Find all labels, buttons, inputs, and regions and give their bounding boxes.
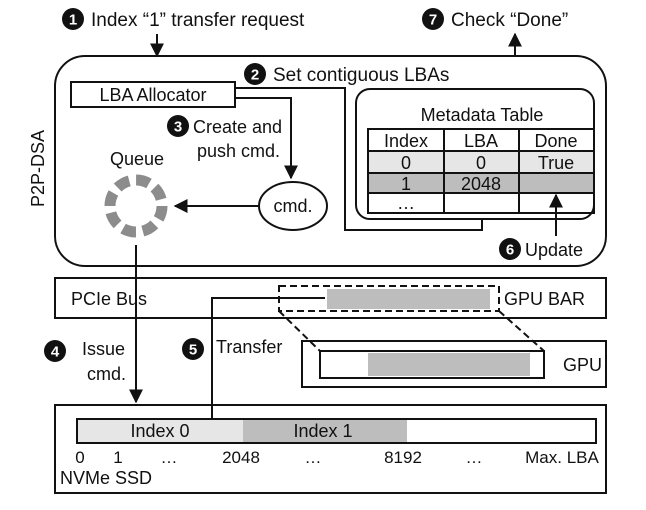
table-cell: 0 [401, 153, 411, 173]
metadata-table-title: Metadata Table [421, 105, 544, 125]
table-cell: 2048 [461, 174, 501, 194]
lba-tick-label: … [305, 448, 322, 467]
lba-allocator-label: LBA Allocator [99, 85, 206, 105]
step-6-label: Update [525, 240, 583, 260]
bar-mapping-dash-right [498, 310, 545, 352]
lba-tick-label: 0 [75, 448, 84, 467]
create-cmd-arrow [235, 97, 298, 180]
table-header-index: Index [384, 131, 428, 151]
step-4-issue-cmd: 4 Issue cmd. [44, 339, 126, 384]
svg-text:7: 7 [429, 12, 437, 29]
gpu-bar-fill [327, 289, 490, 309]
table-header-done: Done [534, 131, 577, 151]
svg-text:6: 6 [506, 242, 514, 259]
gpu-label: GPU [563, 355, 602, 375]
lba-tick-label: 2048 [222, 448, 260, 467]
pcie-bus-label: PCIe Bus [71, 289, 147, 309]
lba-tick-label: 8192 [384, 448, 422, 467]
p2p-dsa-label: P2P-DSA [28, 130, 48, 207]
table-row-1-fill [368, 173, 594, 193]
step-4-label-line2: cmd. [87, 364, 126, 384]
svg-text:3: 3 [174, 119, 182, 136]
step-5-transfer: 5 Transfer [182, 337, 282, 360]
svg-text:4: 4 [51, 344, 60, 361]
lba-tick-label: 1 [113, 448, 122, 467]
step-5-badge [182, 338, 204, 360]
p2p-dsa-box [54, 55, 607, 267]
step-2-badge [244, 63, 266, 85]
table-cell: 0 [476, 153, 486, 173]
lba-tick-label: Max. LBA [525, 448, 599, 467]
step-6-badge [499, 238, 521, 260]
table-grid-outline [367, 128, 595, 214]
metadata-table: Index LBA Done 0 0 True 1 2048 … [367, 128, 595, 214]
step-4-badge [44, 340, 66, 362]
ssd-index1-label: Index 1 [293, 421, 352, 441]
step-3-label-line2: push cmd. [197, 141, 280, 161]
step-7-label: Check “Done” [451, 10, 568, 31]
gpu-box [301, 340, 607, 388]
table-cell: 1 [401, 174, 411, 194]
table-row-0-fill [368, 151, 594, 173]
lba-tick-label: … [466, 448, 483, 467]
ssd-index0-block [78, 420, 243, 442]
table-cell: … [397, 193, 415, 213]
cmd-label: cmd. [273, 196, 312, 216]
step-3-create-push: 3 Create and push cmd. [167, 115, 282, 161]
step-2-label: Set contiguous LBAs [273, 65, 449, 86]
step-1-label: Index “1” transfer request [91, 10, 305, 31]
bar-mapping-dash-left [278, 310, 321, 352]
step-7-check-done: 7 Check “Done” [422, 8, 568, 31]
table-header-lba: LBA [464, 131, 498, 151]
svg-text:2: 2 [251, 67, 259, 84]
nvme-ssd-box [54, 404, 607, 494]
svg-text:5: 5 [189, 342, 197, 359]
step-1-request: 1 Index “1” transfer request [62, 8, 305, 31]
ssd-index1-block [243, 420, 407, 442]
step-1-badge [62, 8, 84, 30]
ssd-index0-label: Index 0 [130, 421, 189, 441]
step-2-set-lbas: 2 Set contiguous LBAs [244, 63, 449, 86]
pcie-bus-box [54, 277, 607, 319]
step-3-label-line1: Create and [193, 117, 282, 137]
step-7-badge [422, 8, 444, 30]
step-6-update: 6 Update [499, 238, 583, 260]
svg-text:1: 1 [69, 12, 77, 29]
table-cell: True [538, 153, 574, 173]
lba-tick-label: … [161, 448, 178, 467]
queue-label: Queue [110, 149, 164, 169]
gpu-bar-label: GPU BAR [504, 289, 585, 309]
step-4-label-line1: Issue [82, 339, 125, 359]
lba-allocator-box [70, 81, 236, 108]
nvme-ssd-label: NVMe SSD [60, 468, 152, 488]
queue-ring [104, 174, 168, 238]
step-3-badge [167, 115, 189, 137]
gpu-memory-fill [368, 353, 530, 376]
step-5-label: Transfer [216, 337, 282, 357]
